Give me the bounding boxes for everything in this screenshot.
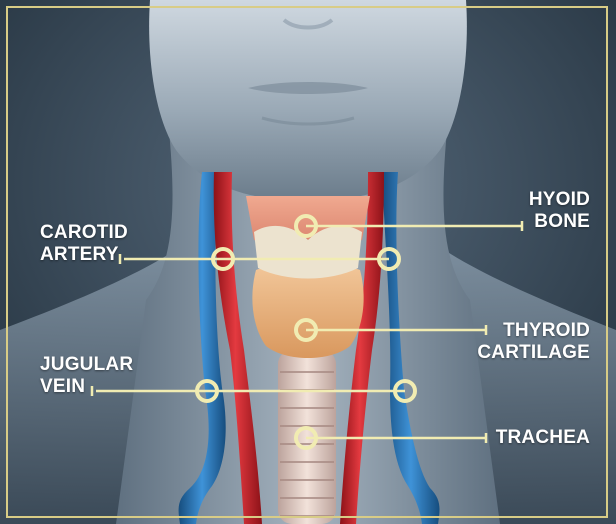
label-carotid-artery-line1: CAROTID bbox=[40, 222, 128, 244]
label-thyroid-cartilage: THYROID CARTILAGE bbox=[477, 320, 590, 364]
label-hyoid-bone-line1: HYOID bbox=[529, 189, 590, 211]
label-thyroid-cartilage-line2: CARTILAGE bbox=[477, 342, 590, 364]
label-carotid-artery: CAROTID ARTERY bbox=[40, 222, 128, 266]
label-hyoid-bone: HYOID BONE bbox=[529, 189, 590, 233]
label-jugular-vein: JUGULAR VEIN bbox=[40, 354, 133, 398]
label-carotid-artery-line2: ARTERY bbox=[40, 244, 128, 266]
label-jugular-vein-line2: VEIN bbox=[40, 376, 133, 398]
label-thyroid-cartilage-line1: THYROID bbox=[477, 320, 590, 342]
label-trachea: TRACHEA bbox=[496, 427, 590, 449]
label-jugular-vein-line1: JUGULAR bbox=[40, 354, 133, 376]
label-trachea-line1: TRACHEA bbox=[496, 427, 590, 449]
label-hyoid-bone-line2: BONE bbox=[529, 211, 590, 233]
